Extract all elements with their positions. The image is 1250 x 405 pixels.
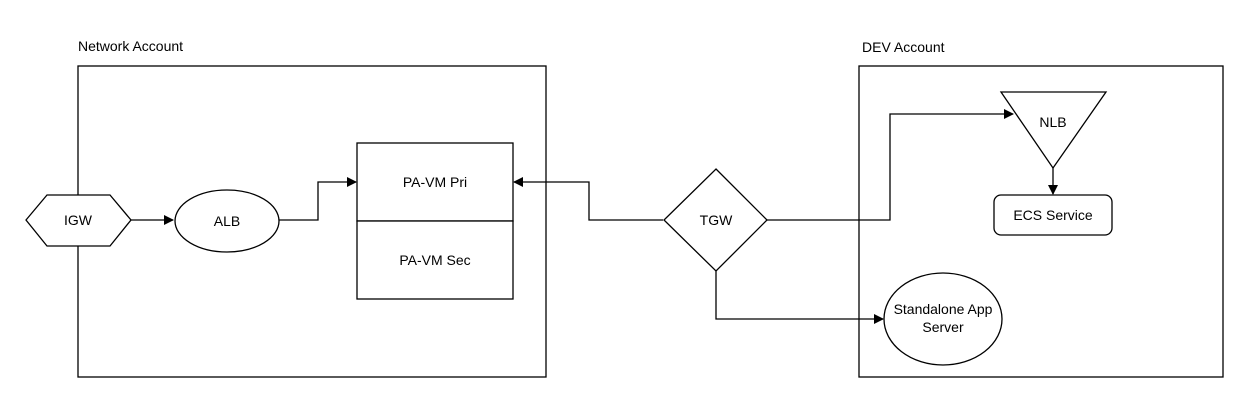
tgw-node: TGW [663, 168, 768, 272]
nlb-node: NLB [999, 91, 1108, 170]
standalone-app-server-ellipse [883, 272, 1003, 366]
edge-tgw-to-nlb [767, 109, 1014, 221]
igw-node: IGW [25, 194, 132, 247]
igw-label: IGW [64, 212, 93, 228]
network-account-title: Network Account [78, 38, 183, 54]
alb-node: ALB [174, 189, 280, 253]
edge-tgw-to-standalone-app-server [715, 271, 884, 324]
edge-alb-to-pa-vm-pri [279, 177, 357, 221]
dev-account-title: DEV Account [862, 39, 945, 55]
nlb-label: NLB [1039, 114, 1066, 130]
alb-ellipse [174, 189, 280, 253]
alb-label: ALB [214, 213, 240, 229]
pa-vm-pri-label: PA-VM Pri [403, 174, 467, 190]
igw-hexagon [25, 194, 132, 247]
standalone-app-server-label-line1: Standalone App [894, 301, 993, 317]
standalone-app-server-node: Standalone App Server [883, 272, 1003, 366]
ecs-service-label: ECS Service [1013, 207, 1093, 223]
pa-vm-sec-label: PA-VM Sec [399, 252, 470, 268]
ecs-service-box [993, 194, 1113, 236]
tgw-label: TGW [700, 212, 733, 228]
ecs-service-node: ECS Service [993, 194, 1113, 236]
edges [131, 109, 1058, 324]
nlb-triangle [999, 91, 1108, 170]
pa-vm-pri-box [356, 142, 514, 222]
edge-tgw-to-pa-vm-pri [513, 177, 663, 221]
standalone-app-server-label-line2: Server [922, 319, 964, 335]
tgw-diamond [663, 168, 768, 272]
pa-vm-node: PA-VM Pri PA-VM Sec [356, 142, 514, 300]
pa-vm-sec-box [356, 220, 514, 300]
